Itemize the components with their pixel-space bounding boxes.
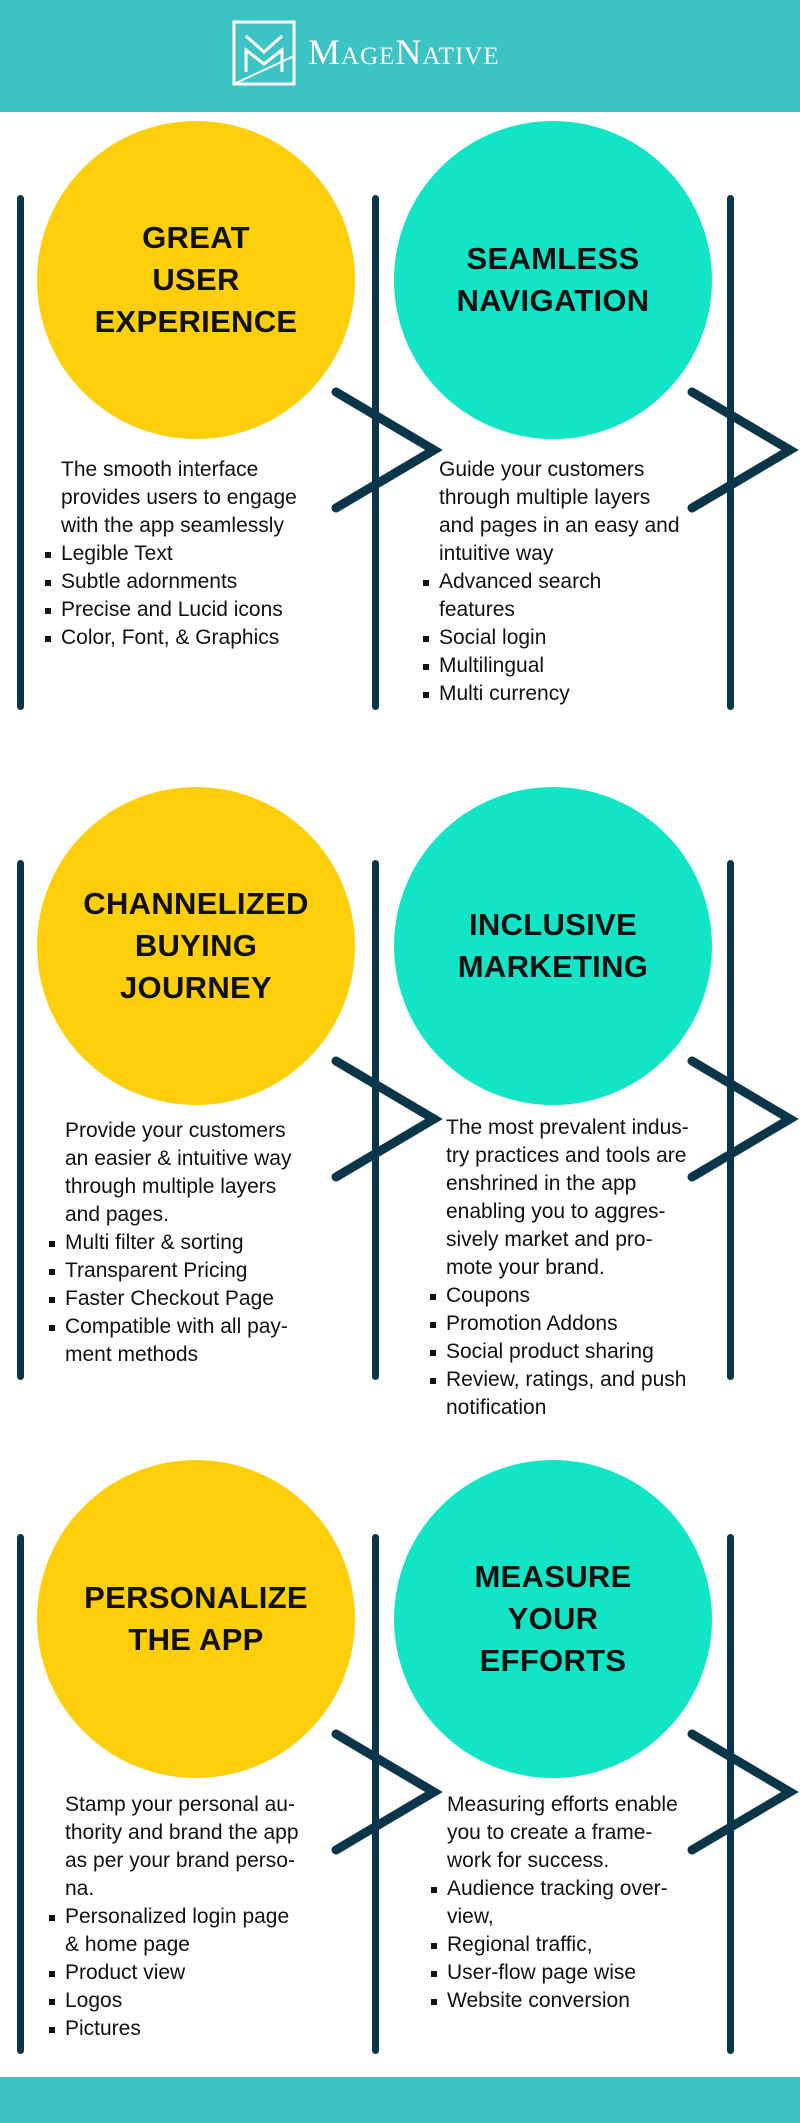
chevron-right-icon (331, 387, 443, 513)
feature-intro: Measuring efforts enable you to create a… (447, 1793, 678, 1872)
feature-bullet-list: Coupons Promotion Addons Social product … (430, 1282, 726, 1422)
list-item: Multi filter & sorting (49, 1229, 365, 1257)
timeline-line (372, 195, 379, 710)
feature-text-great-user-experience: The smooth interface provides users to e… (45, 456, 361, 652)
list-item: Transparent Pricing (49, 1257, 365, 1285)
list-item: Coupons (430, 1282, 726, 1310)
list-item: User-flow page wise (431, 1959, 727, 1987)
list-item: Color, Font, & Graphics (45, 624, 361, 652)
list-item: Multilingual (423, 652, 719, 680)
list-item: Product view (49, 1959, 365, 1987)
list-item: Review, ratings, and push notification (430, 1366, 726, 1422)
feature-title: PERSONALIZE THE APP (84, 1580, 308, 1657)
list-item: Faster Checkout Page (49, 1285, 365, 1313)
feature-bullet-list: Legible Text Subtle adornments Precise a… (45, 540, 361, 652)
chevron-right-icon (687, 387, 799, 513)
list-item: Subtle adornments (45, 568, 361, 596)
feature-title: CHANNELIZED BUYING JOURNEY (83, 886, 309, 1005)
feature-title: INCLUSIVE MARKETING (457, 907, 649, 984)
timeline-line (17, 860, 24, 1380)
feature-intro: The smooth interface provides users to e… (61, 458, 297, 537)
chevron-right-icon (331, 1056, 443, 1182)
chevron-right-icon (687, 1729, 799, 1855)
feature-bullet-list: Multi filter & sorting Transparent Prici… (49, 1229, 365, 1369)
feature-text-seamless-navigation: Guide your customers through multiple la… (423, 456, 719, 708)
timeline-line (372, 860, 379, 1380)
feature-text-measure-your-efforts: Measuring efforts enable you to create a… (431, 1791, 727, 2015)
list-item: Compatible with all pay- ment methods (49, 1313, 365, 1369)
timeline-line (372, 1534, 379, 2054)
magenative-logo-icon[interactable] (232, 20, 296, 86)
timeline-line (17, 195, 24, 710)
feature-text-personalize-the-app: Stamp your personal au- thority and bran… (49, 1791, 365, 2043)
header-banner: MageNative (0, 0, 800, 112)
brand-name[interactable]: MageNative (308, 32, 500, 72)
feature-intro: Guide your customers through multiple la… (439, 458, 680, 565)
timeline-line (727, 195, 734, 710)
timeline-line (727, 860, 734, 1380)
chevron-right-icon (687, 1056, 799, 1182)
feature-intro: Stamp your personal au- thority and bran… (65, 1793, 299, 1900)
feature-text-inclusive-marketing: The most prevalent indus- try practices … (430, 1114, 726, 1422)
feature-circle-measure-your-efforts: MEASURE YOUR EFFORTS (394, 1460, 712, 1778)
feature-bullet-list: Audience tracking over- view, Regional t… (431, 1875, 727, 2015)
list-item: Legible Text (45, 540, 361, 568)
list-item: Social product sharing (430, 1338, 726, 1366)
feature-circle-great-user-experience: GREAT USER EXPERIENCE (37, 121, 355, 439)
list-item: Precise and Lucid icons (45, 596, 361, 624)
list-item: Logos (49, 1987, 365, 2015)
list-item: Pictures (49, 2015, 365, 2043)
list-item: Multi currency (423, 680, 719, 708)
feature-circle-seamless-navigation: SEAMLESS NAVIGATION (394, 121, 712, 439)
list-item: Personalized login page & home page (49, 1903, 365, 1959)
feature-circle-channelized-buying-journey: CHANNELIZED BUYING JOURNEY (37, 787, 355, 1105)
timeline-line (17, 1534, 24, 2054)
list-item: Audience tracking over- view, (431, 1875, 727, 1931)
feature-text-channelized-buying-journey: Provide your customers an easier & intui… (49, 1117, 365, 1369)
feature-intro: The most prevalent indus- try practices … (446, 1116, 689, 1279)
feature-bullet-list: Personalized login page & home page Prod… (49, 1903, 365, 2043)
list-item: Regional traffic, (431, 1931, 727, 1959)
feature-bullet-list: Advanced search features Social login Mu… (423, 568, 719, 708)
feature-intro: Provide your customers an easier & intui… (65, 1119, 292, 1226)
chevron-right-icon (331, 1729, 443, 1855)
timeline-line (727, 1534, 734, 2054)
feature-title: SEAMLESS NAVIGATION (456, 241, 650, 318)
footer-bar (0, 2077, 800, 2123)
feature-title: GREAT USER EXPERIENCE (94, 220, 298, 339)
list-item: Social login (423, 624, 719, 652)
list-item: Advanced search features (423, 568, 719, 624)
feature-circle-personalize-the-app: PERSONALIZE THE APP (37, 1460, 355, 1778)
feature-title: MEASURE YOUR EFFORTS (474, 1559, 632, 1678)
list-item: Website conversion (431, 1987, 727, 2015)
list-item: Promotion Addons (430, 1310, 726, 1338)
feature-circle-inclusive-marketing: INCLUSIVE MARKETING (394, 787, 712, 1105)
